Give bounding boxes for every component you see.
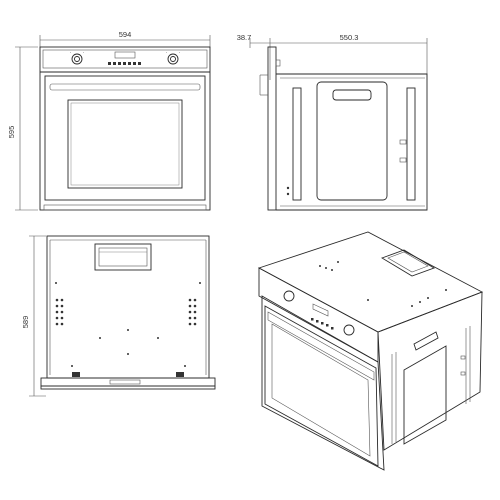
top-view: 589 [21, 235, 216, 397]
door-window [67, 99, 183, 189]
iso-front-panel [258, 267, 379, 363]
door-handle [49, 83, 201, 91]
side-view: 38.7 550.3 [237, 33, 428, 211]
side-rail-right [406, 87, 416, 201]
iso-door-window [271, 323, 371, 457]
iso-side-panel [403, 345, 447, 445]
front-width-label: 594 [119, 30, 132, 39]
iso-door [264, 305, 379, 467]
iso-side-handle [413, 331, 439, 351]
side-front-depth-label: 38.7 [237, 33, 252, 42]
side-body-depth-dimension: 550.3 [269, 33, 428, 80]
front-height-label: 595 [7, 126, 16, 139]
side-body-depth-label: 550.3 [340, 33, 359, 42]
left-knob [71, 53, 83, 65]
side-panel [316, 81, 388, 201]
iso-right-knob [343, 324, 355, 336]
display [114, 51, 136, 59]
iso-top-vent [380, 249, 436, 277]
right-knob [167, 53, 179, 65]
side-handle [332, 89, 372, 101]
isometric-view [257, 231, 484, 471]
front-height-dimension: 595 [7, 46, 38, 211]
front-view: 594 595 [7, 30, 211, 211]
control-panel [42, 49, 208, 69]
left-mounting-holes [55, 298, 64, 326]
iso-left-knob [283, 290, 295, 302]
side-front-depth-dimension: 38.7 [237, 33, 270, 48]
iso-side-face [377, 291, 483, 451]
front-width-dimension: 594 [39, 30, 211, 48]
top-vent [94, 243, 152, 271]
iso-top-face [257, 231, 484, 333]
top-depth-label: 589 [21, 316, 30, 329]
iso-door-handle [267, 311, 375, 381]
front-strip [40, 377, 216, 387]
right-mounting-holes [188, 298, 197, 326]
top-depth-dimension: 589 [21, 235, 46, 397]
front-door [44, 75, 206, 201]
side-rail-left [292, 87, 302, 201]
control-buttons [108, 62, 141, 65]
